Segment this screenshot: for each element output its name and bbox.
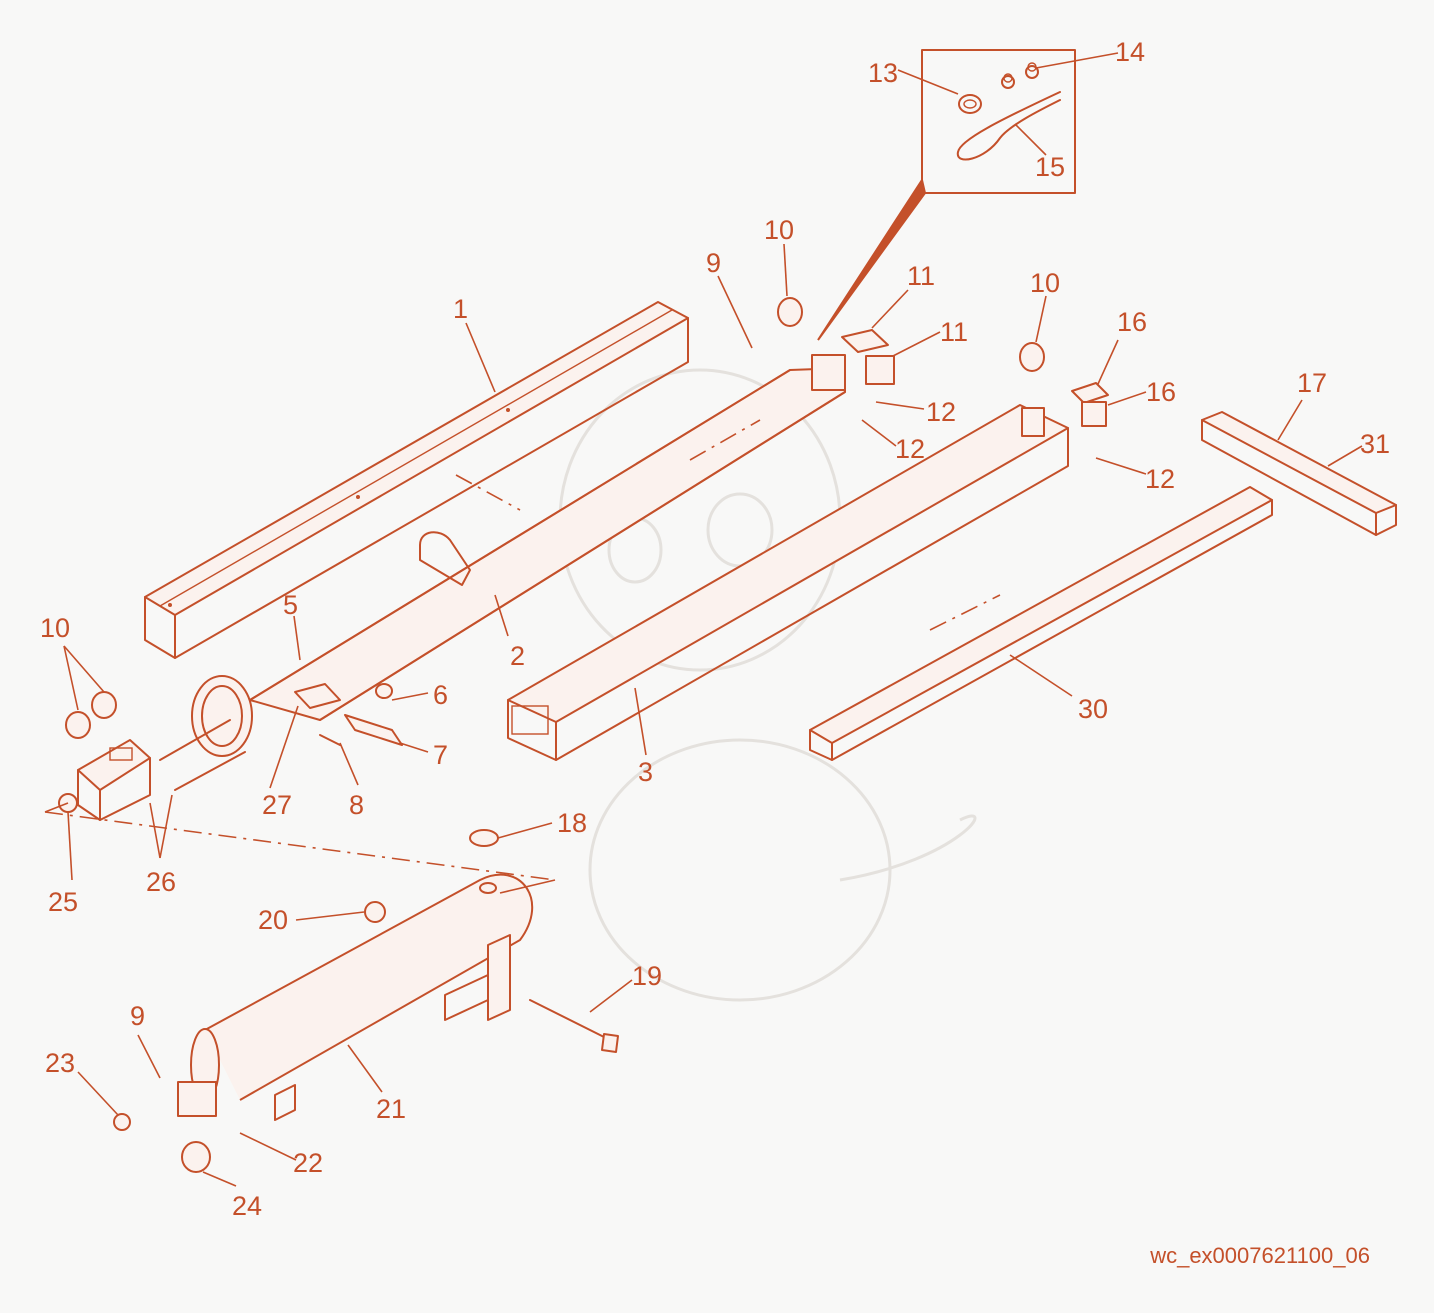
knob-18: [469, 829, 499, 847]
part-21-cylinder: [177, 873, 534, 1121]
callout-10-a: 10: [764, 215, 794, 245]
nut-20: [364, 901, 386, 923]
part-17-crossbar: [1201, 411, 1397, 536]
callout-13: 13: [868, 58, 898, 88]
callout-10-c: 10: [40, 613, 70, 643]
callout-12-c: 12: [1145, 464, 1175, 494]
callout-31: 31: [1360, 429, 1390, 459]
hardware-items: [58, 297, 1109, 1173]
bracket-27: [294, 683, 341, 709]
leader-lines: [63, 52, 1363, 1187]
washer-24: [181, 1141, 211, 1173]
spring-8: [319, 734, 341, 746]
pad-16a: [1071, 382, 1109, 404]
callout-7: 7: [433, 740, 448, 770]
callout-21: 21: [376, 1094, 406, 1124]
callout-30: 30: [1078, 694, 1108, 724]
callout-10-b: 10: [1030, 268, 1060, 298]
callout-17: 17: [1297, 368, 1327, 398]
callout-24: 24: [232, 1191, 262, 1221]
pad-16b: [1081, 401, 1107, 427]
washer-10a: [777, 297, 803, 327]
callout-9-top: 9: [706, 248, 721, 278]
callout-15: 15: [1035, 152, 1065, 182]
callout-5: 5: [283, 590, 298, 620]
assembly-centerlines: [44, 419, 1001, 894]
part-3-tube: [507, 404, 1069, 761]
callout-16-b: 16: [1146, 377, 1176, 407]
pad-11b: [865, 355, 895, 385]
nut-23: [113, 1113, 131, 1131]
part-1-channel: [144, 301, 689, 659]
callout-23: 23: [45, 1048, 75, 1078]
callout-19: 19: [632, 961, 662, 991]
part-30-tube: [809, 486, 1273, 761]
callout-6: 6: [433, 680, 448, 710]
pin-6: [375, 683, 393, 699]
callout-2: 2: [510, 641, 525, 671]
callout-11-a: 11: [907, 261, 935, 291]
washer-10c: [91, 691, 117, 719]
callout-25: 25: [48, 887, 78, 917]
bolt-19: [529, 999, 611, 1041]
callout-16-a: 16: [1117, 307, 1147, 337]
callout-14: 14: [1115, 37, 1145, 67]
callout-11-b: 11: [940, 317, 968, 347]
plate-7: [344, 714, 403, 746]
washer-10b: [1019, 342, 1045, 372]
callout-26: 26: [146, 867, 176, 897]
pad-11a: [841, 329, 889, 353]
callout-8: 8: [349, 790, 364, 820]
callout-22: 22: [293, 1148, 323, 1178]
washer-10d: [65, 711, 91, 739]
callout-3: 3: [638, 757, 653, 787]
detail-inset: [817, 49, 1076, 341]
callout-12-b: 12: [895, 434, 925, 464]
callout-labels: 1 2 3 5 6 7 8 9 9 10 10 10 11 11 12 12 1…: [40, 37, 1390, 1221]
callout-18: 18: [557, 808, 587, 838]
reference-code: wc_ex0007621100_06: [1150, 1243, 1370, 1268]
callout-27: 27: [262, 790, 292, 820]
callout-1: 1: [453, 294, 468, 324]
callout-20: 20: [258, 905, 288, 935]
callout-9-bottom: 9: [130, 1001, 145, 1031]
callout-12-a: 12: [926, 397, 956, 427]
